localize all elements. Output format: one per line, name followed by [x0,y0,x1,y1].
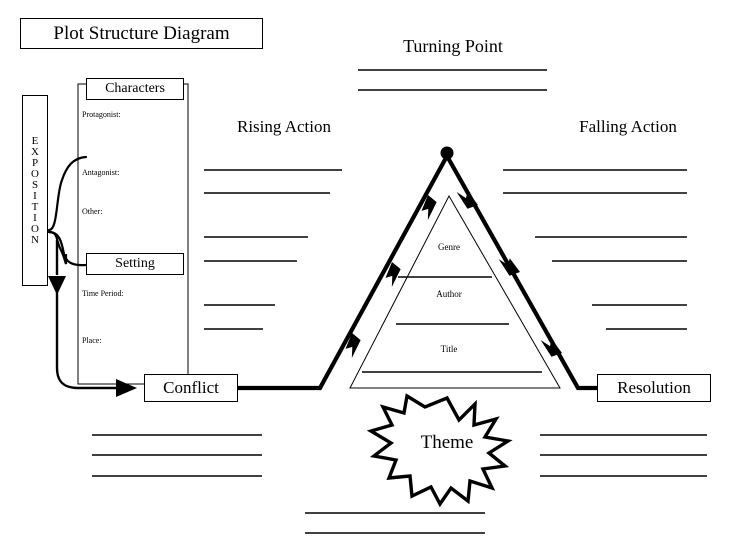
down-arrow-head [48,276,66,295]
exposition-letter: I [33,211,37,224]
conflict-lines [92,434,262,477]
field-other: Other: [82,207,103,216]
turning-point-lines [358,69,547,91]
connector-to-setting-curve [47,230,88,267]
exposition-letter: P [31,156,39,169]
theme-starburst [366,393,513,508]
exposition-letter: O [31,167,39,180]
exposition-vertical-box: E X P O S I T I O N [22,95,48,286]
rising-action-lines [204,169,342,330]
rising-action-heading: Rising Action [237,117,331,136]
characters-box: Characters [86,78,184,100]
turning-point-dot [440,146,454,160]
conflict-label: Conflict [163,378,219,397]
triangle-author-label: Author [436,289,462,299]
triangle-genre-label: Genre [438,242,460,252]
exposition-letter: E [31,134,39,147]
exposition-letter: O [31,222,39,235]
resolution-box: Resolution [597,374,711,402]
falling-arrowheads [456,191,562,357]
page-title: Plot Structure Diagram [53,22,230,44]
exposition-letter: I [33,189,37,202]
page-title-box: Plot Structure Diagram [20,18,263,49]
triangle-title-label: Title [440,344,458,354]
theme-label: Theme [420,432,474,453]
resolution-lines [540,434,707,477]
conflict-arrow-head [116,379,137,397]
field-place: Place: [82,336,102,345]
falling-action-line [445,154,600,391]
rising-arrowheads [345,195,437,359]
conflict-box: Conflict [144,374,238,402]
field-antagonist: Antagonist: [82,168,120,177]
theme-lines [305,512,485,534]
falling-action-lines [503,169,687,330]
characters-label: Characters [105,81,165,96]
turning-point-heading: Turning Point [403,36,503,56]
connector-curve-to-conflict [55,292,120,390]
falling-action-heading: Falling Action [579,117,677,136]
field-time-period: Time Period: [82,289,124,298]
field-protagonist: Protagonist: [82,110,121,119]
rising-action-line [234,154,449,391]
exposition-letter: N [31,233,39,246]
exposition-letter: S [31,178,39,191]
setting-box: Setting [86,253,184,275]
setting-label: Setting [115,256,155,271]
exposition-details-box [77,83,189,385]
connector-to-characters [47,155,88,232]
resolution-label: Resolution [617,378,691,397]
inner-triangle [349,194,561,389]
exposition-letter: T [31,200,39,213]
exposition-letter: X [31,145,39,158]
